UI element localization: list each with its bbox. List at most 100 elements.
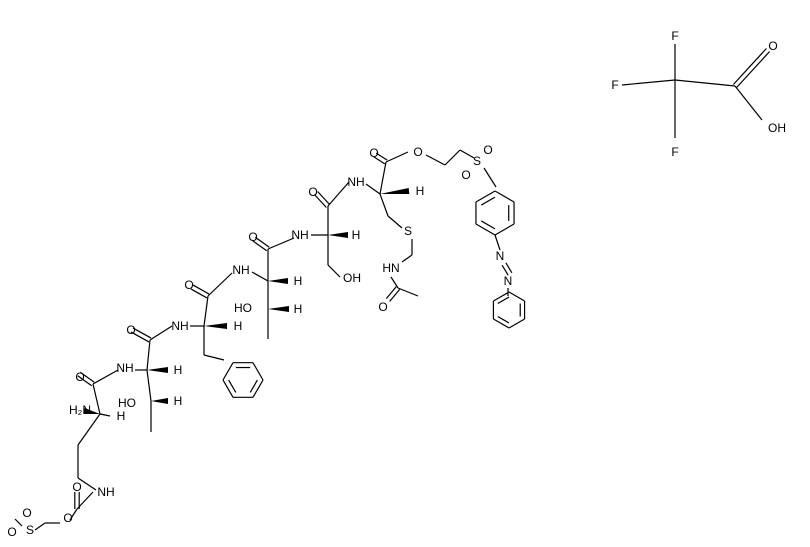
aryl-ring-2-bond — [508, 318, 525, 329]
carbonyl-bond — [130, 331, 150, 343]
carbonyl-oxygen-2: O — [126, 323, 135, 337]
carbonyl-oxygen-1: O — [75, 370, 84, 384]
wedge-bond — [147, 367, 168, 373]
backbone-bond — [149, 325, 173, 341]
wedge-bond — [328, 232, 348, 238]
amide-nh-4: NH — [291, 228, 308, 242]
backbone-bond — [207, 272, 233, 297]
amide-nh-3: NH — [232, 263, 249, 277]
h-bond — [99, 413, 111, 417]
acm-carbonyl-o: O — [378, 300, 387, 314]
ester-o: O — [413, 145, 422, 159]
sulfonyl-s-2: S — [473, 154, 481, 168]
aryl-ring-1-bond — [475, 190, 496, 203]
backbone-bond — [92, 369, 119, 385]
azo-double-bond — [501, 264, 509, 276]
hydrogen: H — [174, 394, 183, 408]
acid-hydroxyl: OH — [768, 121, 786, 135]
aryl-ring-1-aromatic-bond — [480, 196, 496, 206]
backbone-bond — [379, 161, 387, 195]
backbone-bond — [146, 339, 151, 371]
hydrogen: H — [416, 184, 425, 198]
azo-n1: N — [496, 249, 505, 263]
side-chain-bond — [387, 215, 403, 229]
cc-bond — [674, 79, 736, 87]
carbonyl-bond — [252, 240, 268, 252]
ester-bond — [385, 151, 409, 163]
amide-nh-2: NH — [171, 319, 188, 333]
phenyl-ring-bond — [222, 362, 234, 381]
aryl-ring-1-aromatic-bond — [480, 220, 496, 230]
acm-bond — [390, 276, 399, 289]
carbonyl-bond — [190, 288, 208, 299]
fluorine-1: F — [671, 29, 678, 43]
backbone-bond — [267, 237, 295, 250]
azo-n2: N — [504, 274, 513, 288]
wedge-bond — [268, 278, 288, 284]
carbonyl-bond — [317, 191, 331, 205]
side-chain-bond — [327, 264, 341, 278]
carbonyl-bond — [375, 152, 388, 161]
phenyl-ring-bond — [252, 379, 264, 398]
hydrogen: H — [294, 302, 303, 316]
sulfonyl-o: O — [7, 525, 16, 539]
backbone-bond — [203, 295, 209, 327]
carbonyl-oxygen-3: O — [184, 278, 193, 292]
carbonyl-bond — [736, 51, 771, 88]
carbamate-nh: NH — [97, 485, 114, 499]
wedge-bond — [268, 306, 289, 312]
carbonyl-bond — [373, 156, 386, 165]
aryl-ring-2-bond — [493, 291, 510, 302]
hydrogen: H — [294, 274, 303, 288]
benzyl-bond — [203, 354, 225, 361]
alpha-amine: H₂N — [69, 403, 91, 417]
side-chain-bond — [379, 193, 389, 217]
chain-bond — [483, 167, 497, 188]
carbonyl-bond — [77, 375, 93, 387]
ester-carbonyl-o: O — [369, 146, 378, 160]
hydrogen: H — [352, 228, 361, 242]
phenyl-ring-bond — [252, 362, 264, 381]
carbonyl-bond — [313, 194, 327, 208]
thioether-s: S — [404, 224, 412, 238]
hydrogen: H — [117, 409, 126, 423]
methyl-bond — [397, 287, 419, 297]
backbone-bond — [92, 383, 101, 415]
carbonyl-bond — [79, 371, 95, 383]
aryl-ring-1-bond — [475, 223, 496, 236]
aryl-ring-1-bond — [494, 223, 515, 236]
backbone-bond — [327, 181, 350, 207]
aryl-ring-2-bond — [493, 318, 510, 329]
bonds — [14, 44, 771, 531]
hydrogen: H — [234, 319, 243, 333]
carbonyl-bond — [389, 289, 401, 302]
wedge-bond — [380, 188, 410, 194]
chain-bond — [459, 149, 475, 159]
acid-oh-bond — [734, 85, 763, 121]
amide-nh-1: NH — [116, 361, 133, 375]
backbone-bond — [365, 183, 381, 195]
carbonyl-oxygen-4: O — [248, 230, 257, 244]
wedge-bond — [204, 323, 227, 329]
carbamate-o: O — [72, 480, 81, 494]
sulfonyl-o: O — [483, 143, 492, 157]
sulfonyl-s-1: S — [26, 523, 34, 537]
hydroxyl-thr1: HO — [118, 396, 136, 410]
methyl-bond — [14, 518, 23, 527]
sulfonyl-o: O — [461, 168, 470, 182]
aryl-ring-2-aromatic-bond — [497, 296, 510, 305]
cf3-bond — [621, 79, 676, 86]
carbonyl-bond — [254, 236, 270, 248]
carbonyl-bond — [192, 284, 210, 295]
acid-carbonyl-oxygen: O — [768, 39, 777, 53]
chain-bond — [444, 149, 461, 166]
hydroxyl-ser: OH — [343, 271, 361, 285]
acm-nh: HN — [382, 261, 399, 275]
hydrogen: H — [174, 363, 183, 377]
phenyl-ring-bond — [222, 379, 234, 398]
chain-bond — [34, 522, 46, 531]
aryl-ring-2-bond — [508, 291, 525, 302]
